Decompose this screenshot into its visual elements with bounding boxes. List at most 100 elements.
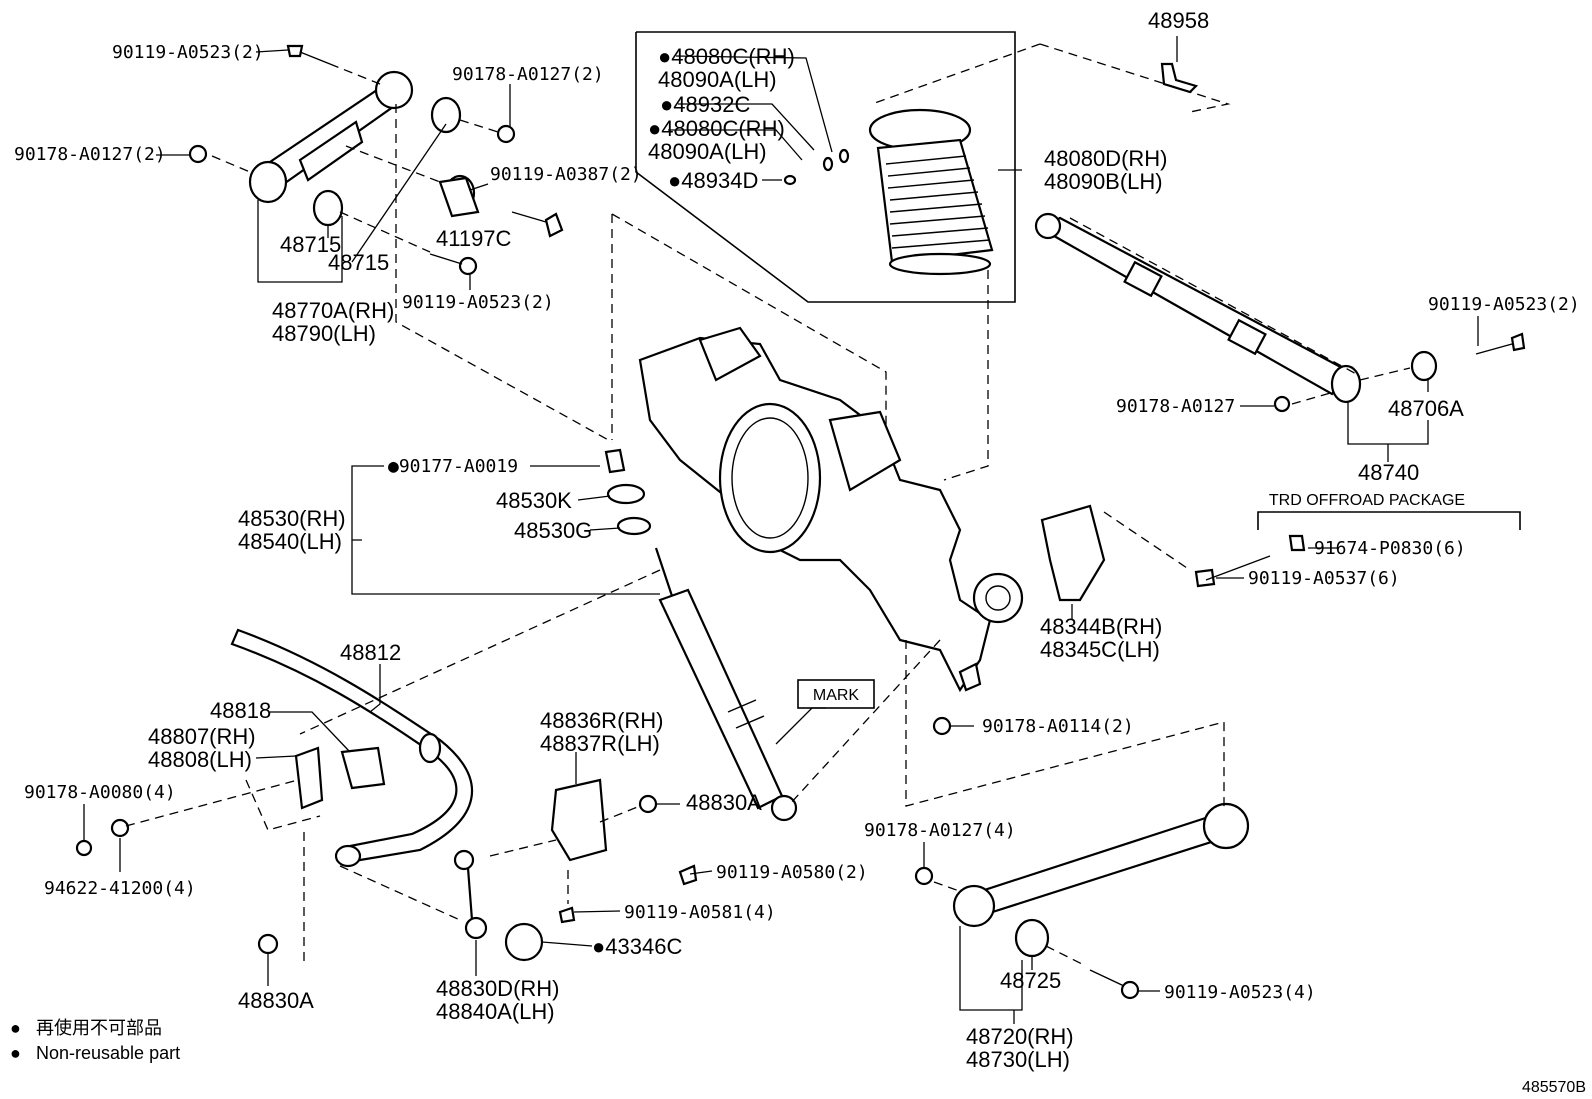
callout-line: 90178-A0127(2) [452, 64, 604, 85]
callout-line: 48830D(RH) [436, 976, 560, 1001]
callout-line: 48840A(LH) [436, 999, 555, 1024]
callout-label: 90119-A0523(2) [402, 292, 554, 313]
callout-line: 48725 [1000, 968, 1061, 993]
callout-line: 48740 [1358, 460, 1419, 485]
callout-labels: 90119-A0523(2) 90178-A0127(2) 90178-A012… [14, 8, 1580, 1072]
callout-line: 90178-A0080(4) [24, 782, 176, 803]
callout-line: 90178-A0127(4) [864, 820, 1016, 841]
spring-bumper-part [783, 108, 994, 276]
stabilizer-link-part [453, 778, 608, 962]
callout-label: 90119-A0580(2) [716, 862, 868, 883]
callout-label: 90119-A0523(2) [1428, 294, 1580, 315]
legend-jp-text: 再使用不可部品 [36, 1018, 162, 1038]
callout-label: 90178-A0114(2) [982, 716, 1134, 737]
callout-line: 48344B(RH) [1040, 614, 1162, 639]
callout-label: ●48080C(RH)48090A(LH) [658, 44, 795, 92]
callout-line: 48345C(LH) [1040, 637, 1160, 662]
callout-line: 90119-A0387(2) [490, 164, 642, 185]
diagram-id: 485570B [1522, 1079, 1586, 1096]
upper-arm-fasteners [188, 44, 564, 276]
callout-line: 41197C [436, 226, 512, 251]
callout-line: 94622-41200(4) [44, 878, 196, 899]
callout-line: ●43346C [592, 934, 682, 959]
callout-label: 48740 [1358, 460, 1419, 485]
mark-label: MARK [813, 687, 860, 704]
callout-line: 90178-A0127(2) [14, 144, 166, 165]
callout-label: 90178-A0127(4) [864, 820, 1016, 841]
callout-line: 48807(RH) [148, 724, 256, 749]
callout-line: 48715 [280, 232, 341, 257]
callout-label: 48830A [686, 790, 762, 815]
callout-line: 48808(LH) [148, 747, 252, 772]
callout-label: ●43346C [592, 934, 682, 959]
callout-label: 90119-A0581(4) [624, 902, 776, 923]
callout-line: 48818 [210, 698, 271, 723]
callout-label: 90119-A0523(4) [1164, 982, 1316, 1003]
bracket-48958-part [1160, 62, 1199, 94]
callout-label: ●48934D [668, 168, 758, 193]
callout-line: 48830A [686, 790, 762, 815]
callout-label: 90119-A0537(6) [1248, 568, 1400, 589]
callout-label: ●90177-A0019 [388, 456, 518, 477]
callout-line: 48090A(LH) [658, 67, 777, 92]
callout-line: 48090B(LH) [1044, 169, 1163, 194]
callout-label: 48812 [340, 640, 401, 665]
callout-line: 48530(RH) [238, 506, 346, 531]
callout-line: 48837R(LH) [540, 731, 660, 756]
trd-package-bracket [1257, 511, 1521, 530]
callout-line: 90119-A0581(4) [624, 902, 776, 923]
callout-line: 48530K [496, 488, 572, 513]
callout-line: 90119-A0580(2) [716, 862, 868, 883]
callout-label: 48530K [496, 488, 572, 513]
callout-line: 48730(LH) [966, 1047, 1070, 1072]
callout-line: 48530G [514, 518, 592, 543]
callout-label: 90119-A0523(2) [112, 42, 264, 63]
callout-line: 90119-A0523(4) [1164, 982, 1316, 1003]
trd-package-label: TRD OFFROAD PACKAGE [1269, 492, 1465, 509]
shock-absorber-part [604, 448, 798, 886]
mark-callout: MARK [797, 679, 875, 709]
callout-label: 48807(RH)48808(LH) [148, 724, 256, 772]
spring-kit-box [635, 31, 1016, 303]
callout-label: 90178-A0127 [1116, 396, 1235, 417]
legend-bullet-icon: ● [10, 1043, 21, 1063]
callout-label: 41197C [436, 226, 512, 251]
legend: ● 再使用不可部品 ● Non-reusable part [10, 1018, 180, 1063]
callout-label: 48770A(RH)48790(LH) [272, 298, 394, 346]
legend-en-text: Non-reusable part [36, 1043, 180, 1063]
callout-line: 48812 [340, 640, 401, 665]
callout-line: 90119-A0523(2) [1428, 294, 1580, 315]
lower-control-arm-part [914, 802, 1250, 1000]
lateral-rod-part [1034, 212, 1526, 413]
callout-line: ●90177-A0019 [388, 456, 518, 477]
assembly-dashed-lines [125, 43, 1411, 967]
callout-line: 48790(LH) [272, 321, 376, 346]
callout-label: 48720(RH)48730(LH) [966, 1024, 1074, 1072]
callout-line: 48540(LH) [238, 529, 342, 554]
axle-housing-part [638, 326, 1106, 693]
callout-label: 48715 [328, 250, 389, 275]
callout-label: 48958 [1148, 8, 1209, 33]
callout-line: 48958 [1148, 8, 1209, 33]
callout-line: 90178-A0127 [1116, 396, 1235, 417]
callout-line: 48706A [1388, 396, 1464, 421]
callout-label: 91674-P0830(6) [1314, 538, 1466, 559]
upper-control-arm-part [248, 70, 480, 227]
callout-line: ●48934D [668, 168, 758, 193]
callout-line: 90119-A0523(2) [402, 292, 554, 313]
callout-label: 90119-A0387(2) [490, 164, 642, 185]
callout-line: 48080D(RH) [1044, 146, 1168, 171]
callout-label: ●48080C(RH)48090A(LH) [648, 116, 785, 164]
callout-label: 48715 [280, 232, 341, 257]
callout-line: ●48080C(RH) [658, 44, 795, 69]
callout-line: 90119-A0537(6) [1248, 568, 1400, 589]
callout-label: 90178-A0127(2) [14, 144, 166, 165]
callout-line: 91674-P0830(6) [1314, 538, 1466, 559]
callout-label: 90178-A0080(4) [24, 782, 176, 803]
callout-label: 48830A [238, 988, 314, 1013]
callout-line: 90178-A0114(2) [982, 716, 1134, 737]
callout-line: 48090A(LH) [648, 139, 767, 164]
callout-label: 48830D(RH)48840A(LH) [436, 976, 560, 1024]
